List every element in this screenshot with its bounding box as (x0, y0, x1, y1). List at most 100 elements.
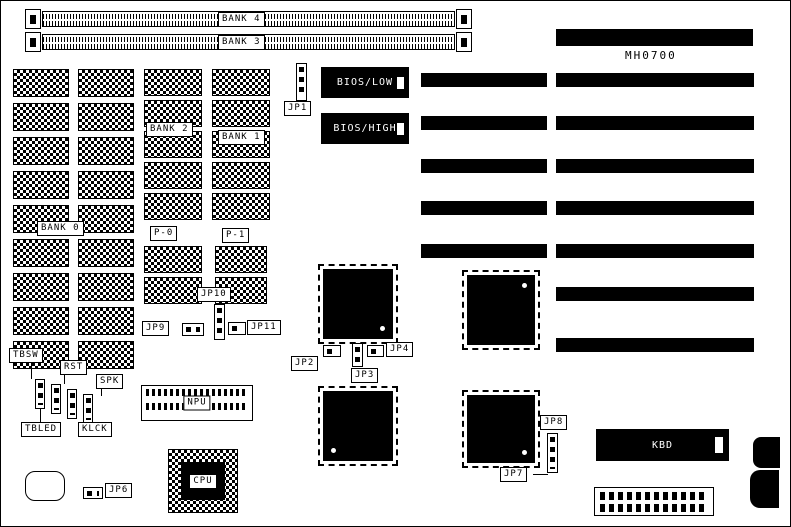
cpu-label: CPU (189, 473, 217, 489)
front-panel-header (35, 379, 45, 409)
simm-clip (456, 9, 472, 29)
jp10-label: JP10 (197, 287, 231, 302)
leader-line (64, 374, 65, 384)
dram-chip (78, 171, 134, 199)
npu-label: NPU (183, 395, 211, 411)
kbd-label: KBD (651, 439, 674, 451)
bank1-chip-stack (212, 69, 270, 220)
dram-chip (144, 277, 202, 304)
chip-notch (397, 122, 404, 135)
isa-slot-segment (556, 29, 753, 46)
leader-line (533, 474, 548, 475)
bios-low-label: BIOS/LOW (336, 77, 394, 88)
tbled-label: TBLED (21, 422, 62, 437)
front-panel-header (51, 384, 61, 414)
dram-chip (13, 307, 69, 335)
jp9-label: JP9 (142, 321, 170, 336)
isa-slot-segment (421, 244, 547, 258)
dram-chip (13, 69, 69, 97)
dram-chip (215, 246, 267, 273)
crystal-oscillator (25, 471, 65, 501)
klck-label: KLCK (78, 422, 112, 437)
p0-label: P-0 (150, 226, 178, 241)
chip-notch (397, 76, 404, 89)
isa-slot-segment (556, 287, 754, 301)
pin1-marker (522, 450, 527, 455)
bank3-label: BANK 3 (218, 35, 265, 50)
leader-line (101, 388, 102, 396)
isa-slot-segment (556, 201, 754, 215)
leader-line (31, 362, 32, 379)
p0-chip-stack (144, 246, 202, 304)
dram-chip (78, 205, 134, 233)
leader-line (40, 409, 41, 422)
qfp-chip (462, 270, 540, 350)
qfp-chip (462, 390, 540, 468)
bios-high-label: BIOS/HIGH (333, 123, 397, 134)
bank0-label: BANK 0 (37, 221, 84, 236)
jp1-jumper (296, 63, 307, 101)
dram-chip (13, 171, 69, 199)
dram-chip (13, 103, 69, 131)
dram-chip (144, 100, 202, 127)
dram-chip (78, 307, 134, 335)
simm-clip (25, 9, 41, 29)
jp10-jumper (214, 304, 225, 340)
simm-clip (25, 32, 41, 52)
bank2-label: BANK 2 (146, 122, 193, 137)
dram-chip (78, 137, 134, 165)
isa-slot-segment (556, 244, 754, 258)
qfp-chip (318, 264, 398, 344)
bank2-chip-stack (144, 69, 202, 220)
chip-notch (715, 437, 723, 453)
isa-slot-segment (421, 201, 547, 215)
dram-chip (144, 193, 202, 220)
dram-chip (13, 239, 69, 267)
pin1-marker (380, 326, 385, 331)
cpu-die: CPU (181, 462, 225, 500)
dram-chip (212, 162, 270, 189)
pin1-marker (331, 448, 336, 453)
isa-slot-segment (556, 116, 754, 130)
dram-chip (78, 239, 134, 267)
isa-slot-segment (556, 73, 754, 87)
isa-slot-segment (556, 338, 754, 352)
pin1-marker (522, 283, 527, 288)
jp3-label: JP3 (351, 368, 379, 383)
dram-chip (212, 193, 270, 220)
bank4-label: BANK 4 (218, 12, 265, 27)
dram-chip-array (13, 69, 134, 369)
dram-chip (212, 100, 270, 127)
jp6-label: JP6 (105, 483, 133, 498)
jp11-jumper (228, 322, 246, 335)
isa-slot-segment (421, 116, 547, 130)
dram-chip (13, 137, 69, 165)
dram-chip (144, 246, 202, 273)
kbd-controller-chip: KBD (596, 429, 729, 461)
bottom-pin-header (594, 487, 714, 516)
simm-clip (456, 32, 472, 52)
jp3-jumper (352, 343, 363, 367)
bios-high-chip: BIOS/HIGH (321, 113, 409, 144)
front-panel-header (67, 389, 77, 419)
board-model: MH0700 (625, 49, 677, 62)
jp11-label: JP11 (247, 320, 281, 335)
dram-chip (13, 273, 69, 301)
jp9-jumper (182, 323, 204, 336)
rst-label: RST (60, 360, 88, 375)
isa-slot-segment (421, 159, 547, 173)
spk-label: SPK (96, 374, 124, 389)
dram-chip (78, 103, 134, 131)
dram-chip (78, 273, 134, 301)
cpu-socket: CPU (168, 449, 238, 513)
dram-chip (78, 341, 134, 369)
npu-socket: NPU (141, 385, 253, 421)
dram-chip (212, 69, 270, 96)
jp4-jumper (367, 345, 384, 357)
jp1-label: JP1 (284, 101, 312, 116)
dram-chip (144, 162, 202, 189)
dram-chip (144, 69, 202, 96)
bios-low-chip: BIOS/LOW (321, 67, 409, 98)
tbsw-label: TBSW (9, 348, 43, 363)
keyboard-din-connector (750, 470, 779, 508)
